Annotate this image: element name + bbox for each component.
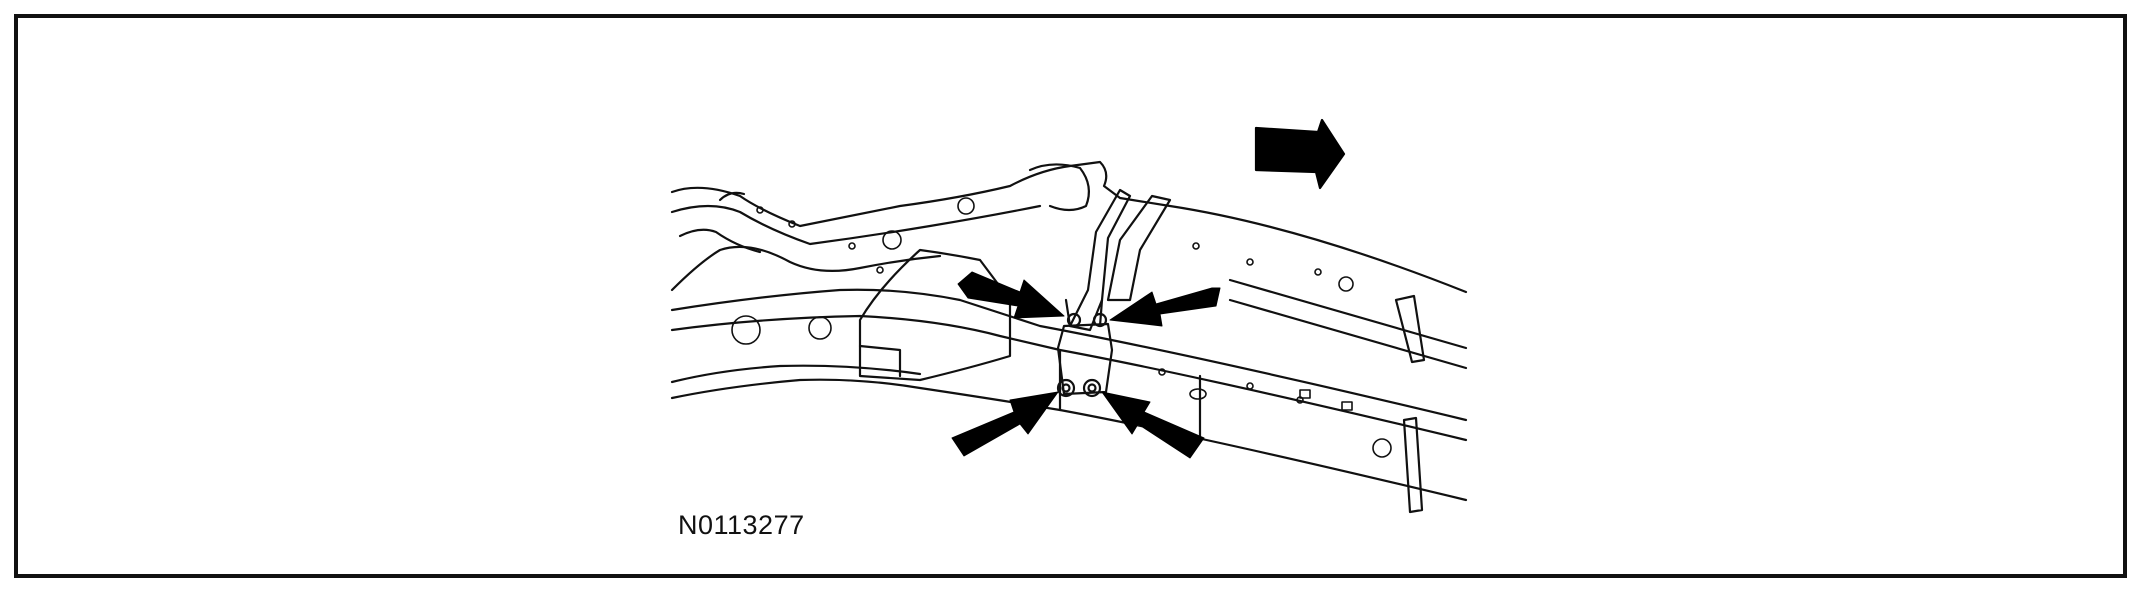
lower-left-bolt — [1056, 378, 1076, 398]
lower-right-bolt — [1082, 378, 1102, 398]
callout-arrow-icon — [957, 271, 1065, 319]
near-frame-rail — [670, 278, 1468, 502]
callout-arrow-icon — [1101, 391, 1205, 459]
direction-arrow-icon — [1254, 118, 1346, 190]
cross-member — [858, 188, 1172, 382]
rear-bracket — [1394, 294, 1426, 514]
figure-frame — [14, 14, 2127, 578]
mounting-bracket — [1056, 298, 1114, 398]
callout-arrow-icon — [1109, 287, 1221, 327]
callout-arrow-icon — [951, 391, 1059, 457]
far-frame-rail — [670, 160, 1468, 294]
frame-holes — [731, 197, 1392, 458]
figure-id-label: N0113277 — [678, 510, 805, 540]
